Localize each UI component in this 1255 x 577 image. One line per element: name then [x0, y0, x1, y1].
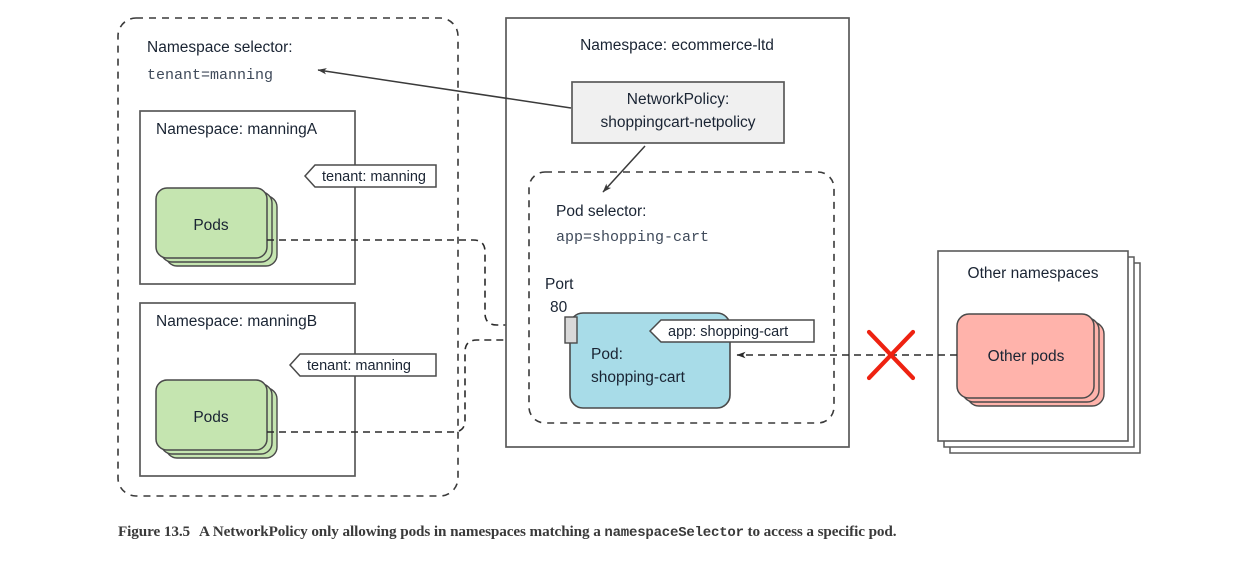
pods-manningB-box — [155, 379, 268, 451]
figure-caption-number: Figure 13.5 — [118, 523, 191, 540]
networkpolicy-box — [571, 81, 785, 144]
pod-selector-boundary — [528, 171, 835, 424]
other-namespaces-title: Other namespaces — [968, 265, 1099, 282]
networkpolicy-line1: NetworkPolicy: — [627, 91, 730, 108]
pods-manningA-box — [155, 187, 268, 259]
callout-app-shopping-cart-label: app: shopping-cart — [668, 324, 788, 340]
figure-caption: Figure 13.5 A NetworkPolicy only allowing… — [118, 521, 1153, 543]
pod-selector-title: Pod selector: — [556, 203, 646, 220]
callout-manningA-label: tenant: manning — [322, 169, 426, 185]
figure-caption-mono: namespaceSelector — [604, 525, 744, 541]
namespace-ecommerce-title: Namespace: ecommerce-ltd — [580, 37, 774, 54]
figure-caption-part2: to access a specific pod. — [747, 523, 897, 540]
other-pods-label: Other pods — [988, 348, 1065, 365]
pod-shopping-cart-line1: Pod: — [591, 346, 623, 363]
callout-manningB-shape — [288, 353, 437, 377]
pods-manningA-label: Pods — [193, 217, 229, 234]
callout-manningA-shape — [303, 164, 437, 188]
namespace-selector-boundary — [117, 17, 459, 497]
port-label: Port — [545, 276, 574, 293]
namespace-manningB-title: Namespace: manningB — [156, 313, 317, 330]
deny-x-icon — [866, 329, 916, 381]
figure-caption-part1: A NetworkPolicy only allowing pods in na… — [199, 523, 601, 540]
callout-app-shopping-cart-shape — [648, 319, 815, 343]
arrow-policy-to-namespace-selector — [317, 68, 572, 109]
arrow-policy-to-pod-selector — [602, 145, 646, 193]
port-marker-icon — [564, 316, 578, 344]
pods-manningB-label: Pods — [193, 409, 229, 426]
namespace-selector-title: Namespace selector: — [147, 39, 293, 56]
networkpolicy-line2: shoppingcart-netpolicy — [600, 114, 755, 131]
namespace-selector-value: tenant=manning — [147, 67, 273, 84]
namespace-manningA-title: Namespace: manningA — [156, 121, 318, 138]
pod-shopping-cart-line2: shopping-cart — [591, 369, 686, 386]
pod-selector-value: app=shopping-cart — [556, 229, 709, 246]
allowed-traffic-path-manningA — [267, 239, 566, 329]
other-pods-box — [956, 313, 1095, 399]
callout-manningB-label: tenant: manning — [307, 358, 411, 374]
port-number: 80 — [550, 299, 568, 316]
